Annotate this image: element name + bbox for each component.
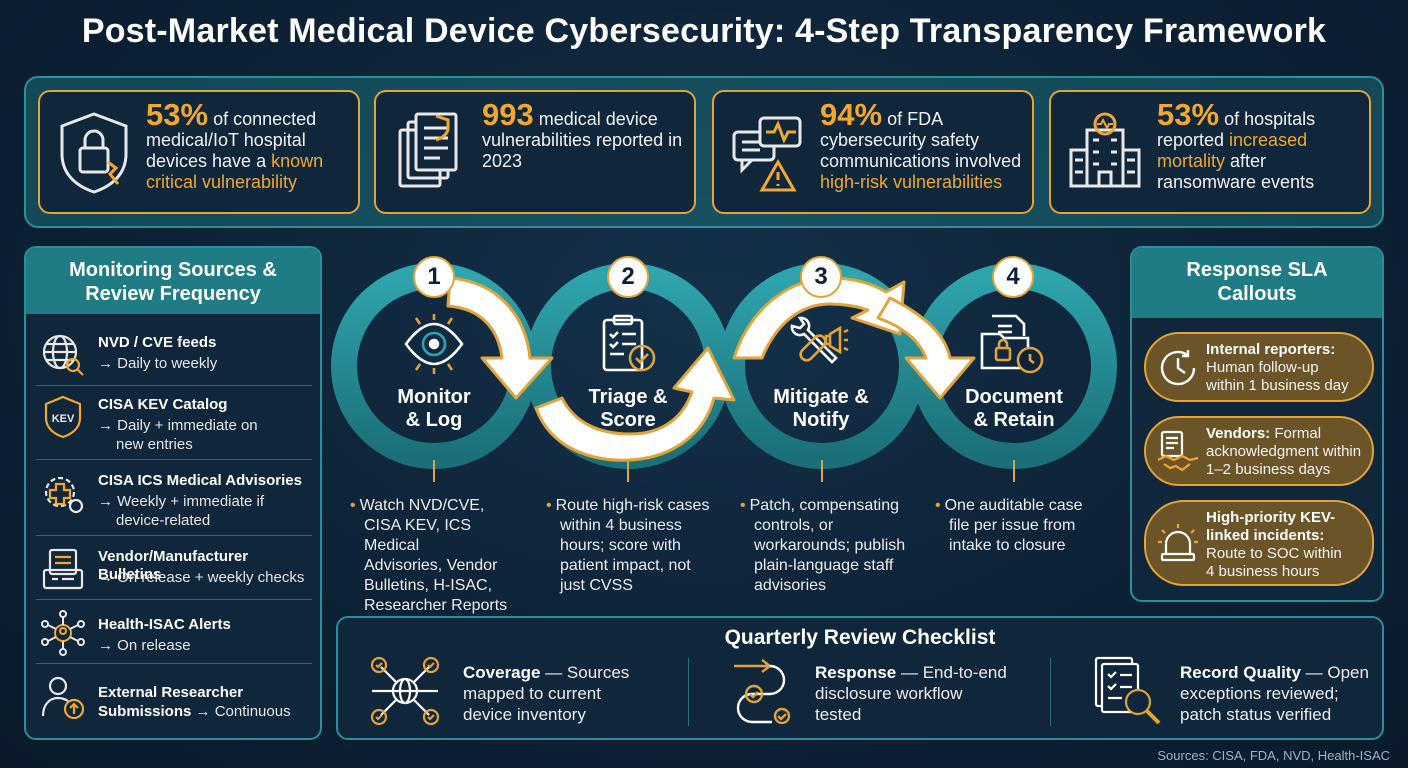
step-label: Triage &Score <box>588 386 668 431</box>
stat-desc: of FDA cybersecurity safety communicatio… <box>820 109 1022 171</box>
list-item: External Researcher Submissions → Contin… <box>36 666 312 728</box>
records-search-icon <box>1094 656 1161 725</box>
source-name-cont: Submissions <box>98 703 192 720</box>
checklist-title: Quarterly Review Checklist <box>724 626 996 649</box>
clipboard-check-icon <box>602 314 656 372</box>
svg-text:KEV: KEV <box>52 413 75 425</box>
sources-footnote: Sources: CISA, FDA, NVD, Health-ISAC <box>1157 748 1390 763</box>
list-item: KEV CISA KEV Catalog → Daily + immediate… <box>36 386 312 460</box>
folder-lock-clock-icon <box>980 314 1044 374</box>
stat-card-hospital-mortality: 53% of hospitals reported increased mort… <box>1049 90 1371 214</box>
source-frequency: → Continuous <box>191 703 291 720</box>
stat-highlight: high-risk vulnerabilities <box>820 172 1003 192</box>
alert-chat-icon <box>732 116 802 192</box>
monitoring-panel-title: Monitoring Sources & Review Frequency <box>26 248 320 314</box>
step-label: Mitigate &Notify <box>773 386 869 431</box>
checklist-item-response: Response — End-to-end disclosure workflo… <box>815 663 1007 724</box>
kev-shield-icon: KEV <box>44 395 82 439</box>
sla-card-vendors: Vendors: Formal acknowledgment within 1–… <box>1144 416 1374 486</box>
step-number-badge: 2 <box>607 256 649 298</box>
stat-desc-end: after ransomware events <box>1157 151 1315 192</box>
documents-icon <box>398 112 458 188</box>
list-item: CISA ICS Medical Advisories → Weekly + i… <box>36 462 312 536</box>
step-number-badge: 4 <box>992 256 1034 298</box>
source-name: Vendor/Manufacturer Bulletins <box>98 548 249 583</box>
cycle-arrows <box>446 276 976 462</box>
step-number-badge: 1 <box>413 256 455 298</box>
workflow-check-icon <box>734 659 791 724</box>
quarterly-review-checklist <box>336 616 1384 740</box>
stat-card-vulnerable-devices: 53% of connected medical/IoT hospital de… <box>38 90 360 214</box>
step-description: •Watch NVD/CVE, CISA KEV, ICS Medical Ad… <box>350 497 508 614</box>
divider <box>688 658 689 726</box>
wrench-megaphone-icon <box>790 316 849 364</box>
source-frequency-cont: device-related <box>116 512 211 529</box>
monitoring-sources-panel: Monitoring Sources & Review Frequency NV… <box>24 246 322 740</box>
source-frequency: → Daily to weekly <box>98 355 218 372</box>
step-description: •One auditable case file per issue from … <box>935 497 1083 554</box>
sla-card-internal: Internal reporters: Human follow-up with… <box>1144 332 1374 402</box>
stat-desc: of connected medical/IoT hospital device… <box>146 109 317 171</box>
list-item: NVD / CVE feeds → Daily to weekly <box>36 324 312 386</box>
sla-panel-title: Response SLA Callouts <box>1132 248 1382 318</box>
researcher-upload-icon <box>41 676 85 720</box>
hospital-icon <box>1069 112 1141 188</box>
source-frequency: → On release <box>98 637 191 654</box>
stat-value: 993 <box>482 97 534 132</box>
bulletin-icon <box>42 548 84 590</box>
divider <box>1050 658 1051 726</box>
source-name: CISA ICS Medical Advisories <box>98 472 302 489</box>
stat-value: 94% <box>820 97 883 132</box>
stat-desc: of hospitals reported <box>1157 109 1316 150</box>
stat-card-fda-communications: 94% of FDA cybersecurity safety communic… <box>712 90 1034 214</box>
step-description: •Patch, compensating controls, or workar… <box>740 497 906 594</box>
response-sla-panel: Response SLA Callouts Internal reporters… <box>1130 246 1384 602</box>
shield-lock-icon <box>60 112 128 194</box>
medical-gear-icon <box>44 476 84 514</box>
stat-card-vulnerabilities-2023: 993 medical device vulnerabilities repor… <box>374 90 696 214</box>
source-frequency-cont: new entries <box>116 436 193 453</box>
source-name: External Researcher <box>98 684 244 701</box>
source-name: CISA KEV Catalog <box>98 396 228 413</box>
checklist-item-coverage: Coverage — Sources mapped to current dev… <box>463 663 630 724</box>
handshake-doc-icon <box>1157 430 1199 472</box>
step-label: Monitor& Log <box>397 386 471 431</box>
sla-card-kev-incidents: High-priority KEV- linked incidents: Rou… <box>1144 500 1374 586</box>
list-item: Vendor/Manufacturer Bulletins → On relea… <box>36 538 312 600</box>
step-number-badge: 3 <box>800 256 842 298</box>
page-title: Post-Market Medical Device Cybersecurity… <box>81 12 1327 50</box>
source-frequency: → Daily + immediate on <box>98 417 258 434</box>
eye-icon <box>404 314 464 374</box>
source-frequency: → Weekly + immediate if <box>98 493 265 510</box>
step-label: Document& Retain <box>965 386 1063 431</box>
network-check-icon <box>370 656 440 726</box>
stat-highlight: known critical vulnerability <box>146 151 324 192</box>
source-name: NVD / CVE feeds <box>98 334 217 351</box>
source-name: Health-ISAC Alerts <box>98 616 231 633</box>
stat-highlight: increased mortality <box>1157 130 1308 171</box>
checklist-item-record-quality: Record Quality — Open exceptions reviewe… <box>1180 663 1369 724</box>
list-item: Health-ISAC Alerts → On release <box>36 602 312 664</box>
stat-value: 53% <box>146 97 209 132</box>
network-user-icon <box>41 610 85 656</box>
source-frequency: → On release + weekly checks <box>98 569 305 586</box>
connector-lines <box>433 460 1015 482</box>
stat-value: 53% <box>1157 97 1220 132</box>
alarm-siren-icon <box>1158 524 1198 562</box>
clock-icon <box>1160 350 1196 386</box>
stat-desc: medical device vulnerabilities reported … <box>482 109 683 171</box>
step-description: •Route high-risk cases within 4 business… <box>546 497 710 594</box>
globe-search-icon <box>42 334 84 376</box>
